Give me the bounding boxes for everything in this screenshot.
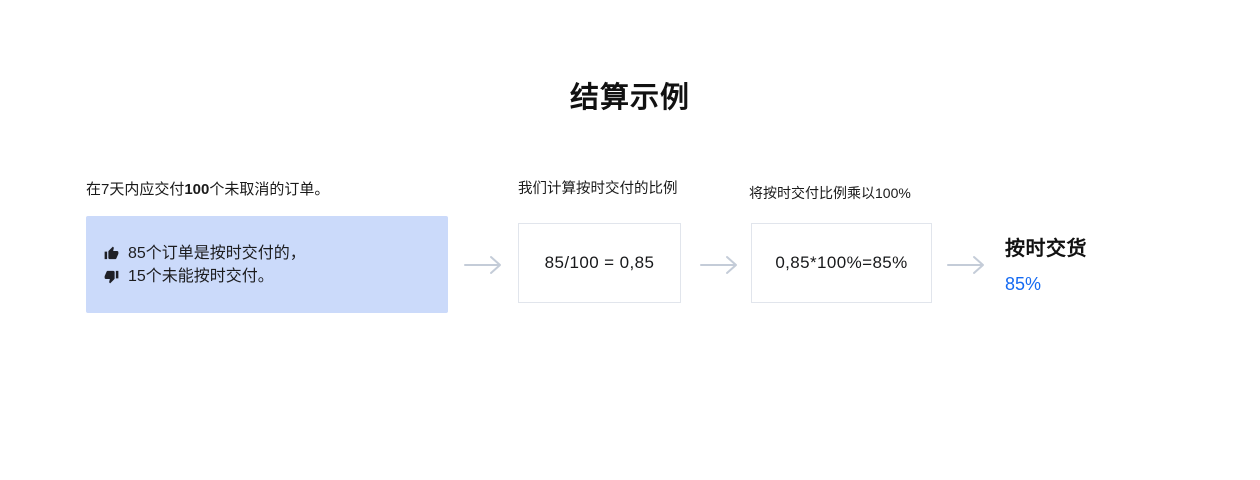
result-label: 按时交货 bbox=[1005, 238, 1087, 260]
step1-caption: 在7天内应交付100个未取消的订单。 bbox=[86, 178, 329, 199]
thumb-up-icon bbox=[104, 246, 119, 261]
arrow-right-icon bbox=[463, 253, 503, 277]
result-block: 按时交货 85% bbox=[1005, 232, 1087, 295]
arrow-right-icon bbox=[699, 253, 739, 277]
delivered-line-text: 85个订单是按时交付的， bbox=[128, 244, 306, 262]
step1-caption-bold-number: 100 bbox=[184, 181, 210, 198]
step1-orders-panel: 85个订单是按时交付的， 15个未能按时交付。 bbox=[86, 216, 448, 313]
step2-formula-box: 85/100 = 0,85 bbox=[518, 223, 681, 303]
page-title: 结算示例 bbox=[569, 82, 690, 114]
step1-caption-prefix: 在7天内应交付 bbox=[86, 181, 185, 198]
delivered-line: 85个订单是按时交付的， bbox=[104, 242, 448, 265]
arrow-right-icon bbox=[946, 253, 986, 277]
step1-caption-suffix: 个未取消的订单。 bbox=[209, 181, 330, 198]
step2-formula: 85/100 = 0,85 bbox=[544, 253, 655, 272]
thumb-down-icon bbox=[104, 269, 119, 284]
step3-caption: 将按时交付比例乘以100% bbox=[749, 185, 911, 201]
late-line-text: 15个未能按时交付。 bbox=[128, 267, 274, 285]
step3-formula-box: 0,85*100%=85% bbox=[751, 223, 932, 303]
late-line: 15个未能按时交付。 bbox=[104, 265, 448, 288]
step3-formula: 0,85*100%=85% bbox=[775, 253, 908, 272]
step2-caption: 我们计算按时交付的比例 bbox=[518, 181, 678, 197]
result-value: 85% bbox=[1005, 274, 1042, 294]
